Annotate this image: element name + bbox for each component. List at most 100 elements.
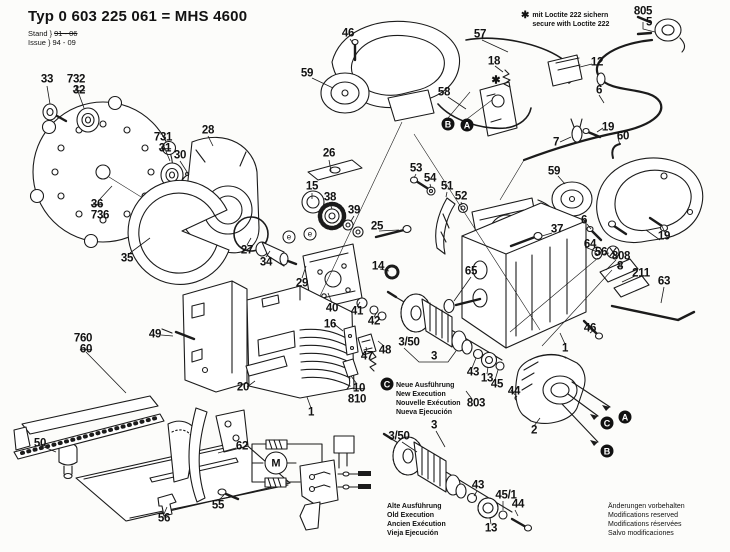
part-label-3-50: 3/50 [398,336,420,349]
part-label-44: 44 [507,385,521,398]
note-line: New Execution [396,391,446,398]
note-line: Salvo modificaciones [608,530,674,537]
part-label-3: 3 [430,419,438,432]
assembly-axis-lines [319,121,613,347]
new-execution-note: Neue Ausführung New Execution Nouvelle E… [396,381,461,417]
callout-B: B [441,117,455,131]
part-label-43: 43 [471,479,485,492]
note-line: Modifications reserved [608,512,679,519]
part-label-46: 46 [341,27,355,40]
part-label-37: 37 [550,223,564,236]
part-label-45: 45 [490,378,504,391]
note-line: Vieja Ejecución [387,530,439,537]
brace: } [47,38,51,47]
part-label-40: 40 [325,302,339,315]
note-line: mit Loctite 222 sichern [532,12,609,19]
part-label-760: 760 [73,332,93,345]
type-label: Typ [28,8,55,25]
issue-value: 94 - 09 [52,38,76,47]
part-label-63: 63 [657,275,671,288]
stand-row: Stand}91 - 06 [28,29,79,38]
stand-label: Stand [28,29,48,38]
asterisk-symbol: ✱ [521,10,530,21]
part-label-34: 34 [259,256,273,269]
spindle-parts-drawing [233,216,298,267]
note-line: Nueva Ejecución [396,409,453,416]
lower-guard-drawing [127,179,230,285]
part-label-65: 65 [464,265,478,278]
part-label-32: 32 [72,84,86,97]
part-label-1: 1 [561,342,569,355]
note-line: secure with Loctite 222 [532,21,610,28]
part-label-41: 41 [350,305,364,318]
part-label-19: 19 [657,230,671,243]
note-line: Neue Ausführung [396,382,455,389]
part-label-42: 42 [367,315,381,328]
loctite-note: ✱ mit Loctite 222 sichern secure with Lo… [521,11,609,29]
part-label-53: 53 [409,162,423,175]
part-label-45-1: 45/1 [495,489,517,502]
stand-value: 91 - 06 [54,29,78,38]
part-label-43: 43 [466,366,480,379]
part-label-50: 50 [33,437,47,450]
part-label-805: 805 [633,5,653,18]
part-label-55: 55 [211,499,225,512]
callout-A: A [618,410,632,424]
brush-parts-drawing [161,325,377,390]
switch-wiring-drawing [437,37,583,137]
part-label-36: 36 [90,198,104,211]
field-housing-drawing [443,202,696,349]
part-label-5: 5 [645,16,653,29]
part-label-44: 44 [511,498,525,511]
part-label-30: 30 [173,149,187,162]
part-label-48: 48 [378,344,392,357]
old-execution-note: Alte Ausführung Old Execution Ancien Exé… [387,502,446,538]
part-label-2: 2 [530,424,538,437]
part-label-56: 56 [157,512,171,525]
part-label-33: 33 [40,73,54,86]
part-label-60: 60 [79,343,93,356]
part-label-803: 803 [466,397,486,410]
issue-label: Issue [28,38,46,47]
power-cord-drawing [522,15,686,162]
top-handle-drawing [320,20,461,122]
issue-row: Issue}94 - 09 [28,38,79,47]
part-label-57: 57 [473,28,487,41]
callout-B: B [600,444,614,458]
note-line: Old Execution [387,512,435,519]
brace: } [49,29,53,38]
wiring-schematic-drawing [251,435,371,531]
part-label-39: 39 [347,204,361,217]
part-label-211: 211 [632,267,650,280]
note-line: Ancien Exécution [387,521,446,528]
part-label-49: 49 [148,328,162,341]
part-label-6: 6 [580,214,588,227]
part-label-56: 56 [594,246,608,259]
model-name: = MHS 4600 [161,8,248,25]
note-line: Nouvelle Exécution [396,400,461,407]
part-label-28: 28 [201,124,215,137]
callout-C: C [600,416,614,430]
part-label-1: 1 [307,406,315,419]
callout-A: A [460,118,474,132]
motor-symbol-M: M [264,451,288,475]
part-label-62: 62 [235,440,249,453]
part-label-59: 59 [300,67,314,80]
gearbox-drawing [302,224,412,321]
gear-parts-drawing [301,159,364,238]
part-label-3: 3 [430,350,438,363]
part-label-16: 16 [323,318,337,331]
stator-drawing [515,353,611,446]
note-line: Alte Ausführung [387,503,442,510]
part-label-35: 35 [120,252,134,265]
type-number: 0 603 225 061 [58,8,158,25]
part-label-27: 27 [240,244,254,257]
part-label-12: 12 [590,56,604,69]
part-label-31: 31 [158,142,172,155]
part-label-59: 59 [547,165,561,178]
part-label-26: 26 [322,147,336,160]
part-label-38: 38 [323,191,337,204]
part-label-18: 18 [487,55,501,68]
part-label-6: 6 [595,84,603,97]
